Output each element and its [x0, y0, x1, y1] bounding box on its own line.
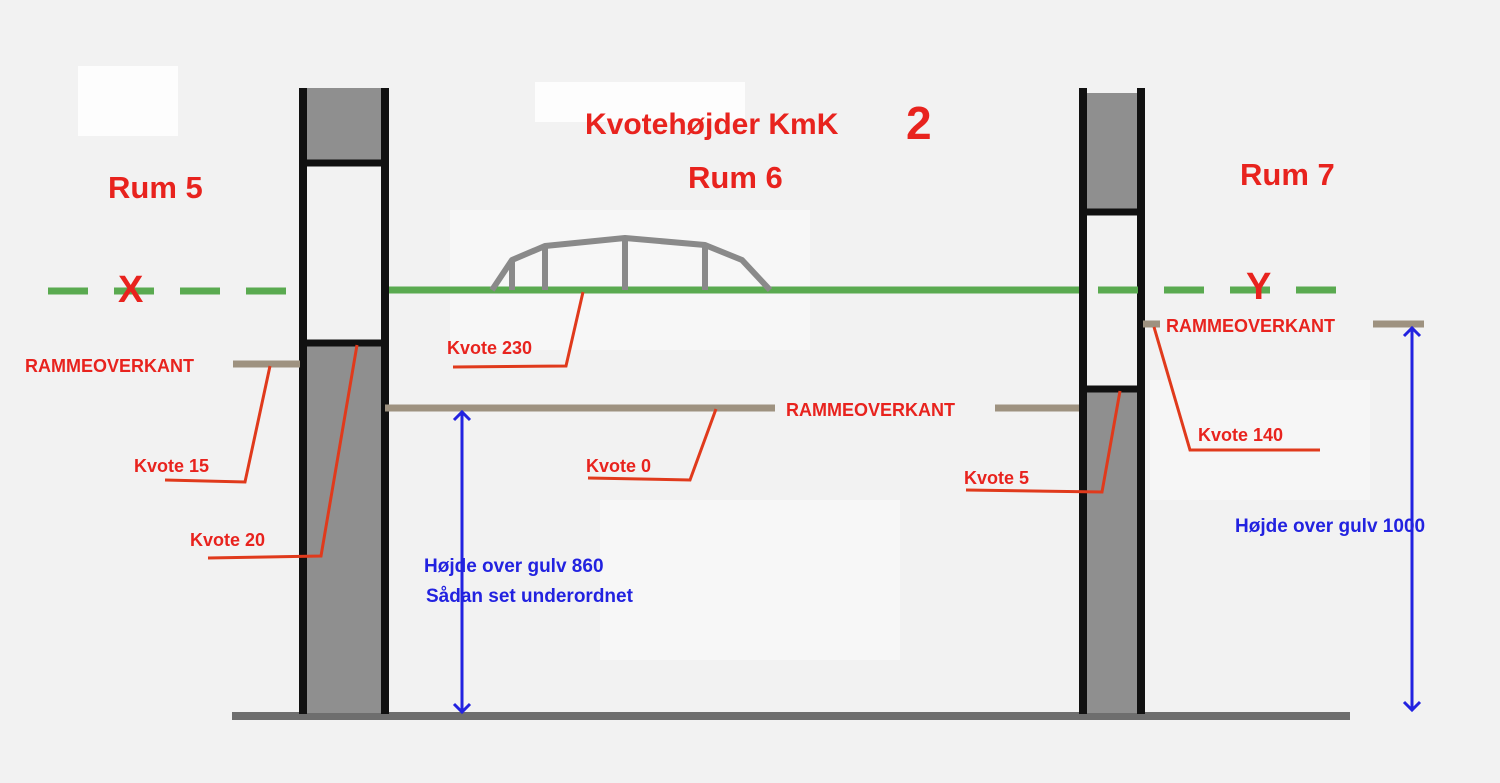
kvote-15-label: Kvote 15 — [134, 456, 210, 476]
leader-kvote-0 — [587, 408, 718, 482]
kvote-0-label: Kvote 0 — [586, 456, 652, 476]
diagram-title: Kvotehøjder KmK — [585, 108, 838, 142]
leader-kvote-230 — [452, 291, 585, 369]
height-label-middle: Højde over gulv 860 — [424, 556, 604, 577]
leader-kvote-20 — [207, 344, 359, 560]
leader-lines — [164, 291, 1320, 560]
right-wall — [1079, 88, 1145, 714]
title-text: Kvotehøjder KmK — [585, 108, 839, 141]
leader-kvote-140 — [1152, 326, 1320, 452]
kvote-140-label: Kvote 140 — [1198, 425, 1284, 445]
frame-top-label-left: RAMMEOVERKANT — [25, 356, 194, 376]
leader-kvote-15 — [164, 365, 272, 484]
left-wall — [299, 88, 389, 714]
reference-point-x: X — [118, 269, 144, 311]
frame-top-label-middle: RAMMEOVERKANT — [786, 400, 955, 420]
reference-point-y: Y — [1246, 266, 1272, 308]
arch-outline — [489, 235, 773, 293]
leader-kvote-5 — [965, 390, 1122, 494]
height-label-right: Højde over gulv 1000 — [1235, 516, 1426, 537]
room-6-label: Rum 6 — [688, 160, 783, 195]
kvote-5-label: Kvote 5 — [964, 468, 1030, 488]
height-note-middle: Sådan set underordnet — [426, 586, 633, 607]
kvote-20-label: Kvote 20 — [190, 530, 266, 550]
diagram-title-number: 2 — [906, 97, 932, 149]
frame-top-lines — [233, 320, 1424, 412]
kvote-230-label: Kvote 230 — [447, 338, 533, 358]
dimension-arrows — [452, 325, 1422, 715]
frame-top-label-right: RAMMEOVERKANT — [1166, 316, 1335, 336]
reference-line — [48, 286, 1360, 295]
room-5-label: Rum 5 — [108, 170, 203, 205]
room-7-label: Rum 7 — [1240, 157, 1335, 192]
